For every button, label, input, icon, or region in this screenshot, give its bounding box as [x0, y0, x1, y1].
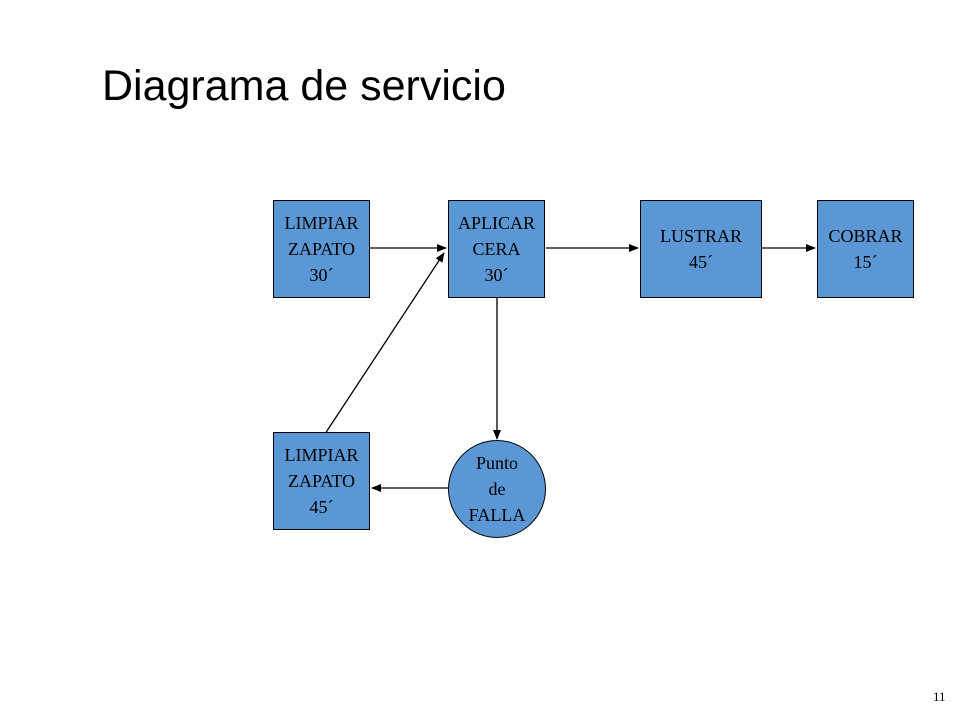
node-label-line: 30´ [484, 265, 509, 285]
node-label-line: FALLA [468, 505, 526, 525]
node-label-line: CERA [472, 239, 521, 259]
node-label-line: ZAPATO [287, 239, 356, 259]
node-label-line: LIMPIAR [284, 213, 359, 233]
node-label-line: 15´ [853, 252, 878, 272]
node-limpiar-zapato-30: LIMPIAR ZAPATO 30´ [273, 200, 370, 298]
node-label-line: LIMPIAR [284, 445, 359, 465]
node-limpiar-zapato-45: LIMPIAR ZAPATO 45´ [273, 432, 370, 530]
node-label-line: 30´ [309, 265, 334, 285]
node-lustrar: LUSTRAR 45´ [640, 200, 762, 298]
node-label-line: de [488, 479, 506, 499]
node-label-line: 45´ [689, 252, 713, 272]
node-label-line: 45´ [309, 497, 334, 517]
arrow-limpiar45-to-aplicar [320, 252, 445, 441]
node-label-line: APLICAR [457, 213, 535, 233]
node-aplicar-cera: APLICAR CERA 30´ [448, 200, 545, 298]
node-label-line: COBRAR [828, 226, 903, 246]
node-label-line: LUSTRAR [659, 226, 742, 246]
node-punto-de-falla: Punto de FALLA [448, 440, 546, 538]
page-number: 11 [933, 689, 946, 704]
node-label-line: Punto [475, 453, 518, 473]
slide-title: Diagrama de servicio [102, 62, 506, 110]
node-label-line: ZAPATO [287, 471, 356, 491]
node-cobrar: COBRAR 15´ [817, 200, 914, 298]
